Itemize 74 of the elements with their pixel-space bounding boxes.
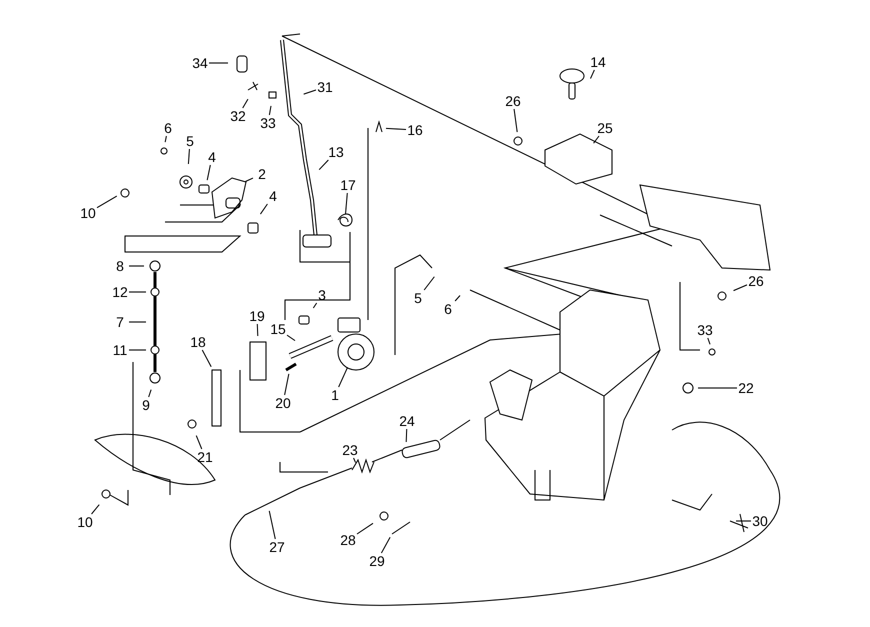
callout-number: 23 bbox=[342, 443, 358, 457]
callout-number: 10 bbox=[77, 515, 93, 529]
callout-number: 5 bbox=[186, 134, 194, 148]
callout-number: 27 bbox=[269, 540, 285, 554]
callout-number: 13 bbox=[328, 145, 344, 159]
callout-number: 16 bbox=[407, 123, 423, 137]
leader-line bbox=[188, 148, 190, 165]
leader-line bbox=[164, 136, 167, 143]
callout-number: 15 bbox=[270, 322, 286, 336]
leader-line bbox=[268, 105, 272, 116]
callout-number: 10 bbox=[80, 206, 96, 220]
callout-number: 19 bbox=[249, 309, 265, 323]
leader-line bbox=[356, 522, 374, 534]
leader-line bbox=[148, 389, 152, 398]
leader-line bbox=[424, 276, 435, 290]
leader-line bbox=[286, 334, 296, 342]
callout-number: 32 bbox=[230, 109, 246, 123]
callout-number: 12 bbox=[112, 285, 128, 299]
leader-line bbox=[514, 108, 518, 133]
leader-line bbox=[386, 128, 406, 130]
leader-line bbox=[353, 458, 356, 464]
callout-number: 4 bbox=[269, 189, 277, 203]
callout-number: 14 bbox=[590, 55, 606, 69]
callout-number: 34 bbox=[192, 56, 208, 70]
leader-line bbox=[318, 160, 329, 170]
callout-number: 2 bbox=[258, 167, 266, 181]
leader-line bbox=[202, 350, 212, 368]
leader-line bbox=[733, 284, 748, 292]
callout-number: 17 bbox=[340, 178, 356, 192]
leader-line bbox=[303, 90, 316, 95]
leader-line bbox=[590, 70, 595, 80]
callout-number: 30 bbox=[752, 514, 768, 528]
callout-number: 4 bbox=[208, 150, 216, 164]
callout-number: 18 bbox=[190, 335, 206, 349]
leader-line bbox=[206, 164, 211, 181]
callout-number: 8 bbox=[116, 259, 124, 273]
leader-line bbox=[338, 366, 348, 388]
leader-line bbox=[208, 62, 228, 64]
leader-line bbox=[96, 196, 118, 208]
callout-number: 21 bbox=[197, 450, 213, 464]
callout-number: 31 bbox=[317, 80, 333, 94]
leader-line bbox=[268, 510, 276, 540]
callout-number: 29 bbox=[369, 554, 385, 568]
callout-number: 25 bbox=[597, 121, 613, 135]
leader-line bbox=[284, 373, 290, 396]
leader-line bbox=[244, 178, 254, 182]
callout-number: 7 bbox=[116, 315, 124, 329]
leader-line bbox=[260, 204, 268, 215]
leader-line bbox=[406, 428, 408, 442]
leader-line bbox=[196, 435, 202, 450]
callout-number: 26 bbox=[505, 94, 521, 108]
leader-line bbox=[242, 98, 248, 108]
leader-line bbox=[454, 294, 461, 302]
callout-number: 9 bbox=[142, 398, 150, 412]
callout-number: 22 bbox=[738, 381, 754, 395]
callout-number: 6 bbox=[444, 302, 452, 316]
callout-number: 6 bbox=[164, 121, 172, 135]
callout-number: 5 bbox=[414, 291, 422, 305]
leader-line bbox=[312, 302, 318, 308]
leader-line bbox=[593, 136, 600, 144]
callout-number: 33 bbox=[260, 116, 276, 130]
leader-line bbox=[345, 192, 348, 215]
leader-line bbox=[256, 324, 258, 336]
leader-line bbox=[736, 520, 752, 522]
leader-line bbox=[380, 536, 391, 554]
callout-number: 11 bbox=[112, 343, 128, 357]
leader-line bbox=[91, 504, 100, 514]
leader-line bbox=[707, 338, 711, 345]
callout-number: 28 bbox=[340, 533, 356, 547]
callout-number: 26 bbox=[748, 274, 764, 288]
callout-number: 33 bbox=[697, 323, 713, 337]
callout-number: 1 bbox=[331, 388, 339, 402]
callout-number: 20 bbox=[275, 396, 291, 410]
callout-number: 24 bbox=[399, 414, 415, 428]
